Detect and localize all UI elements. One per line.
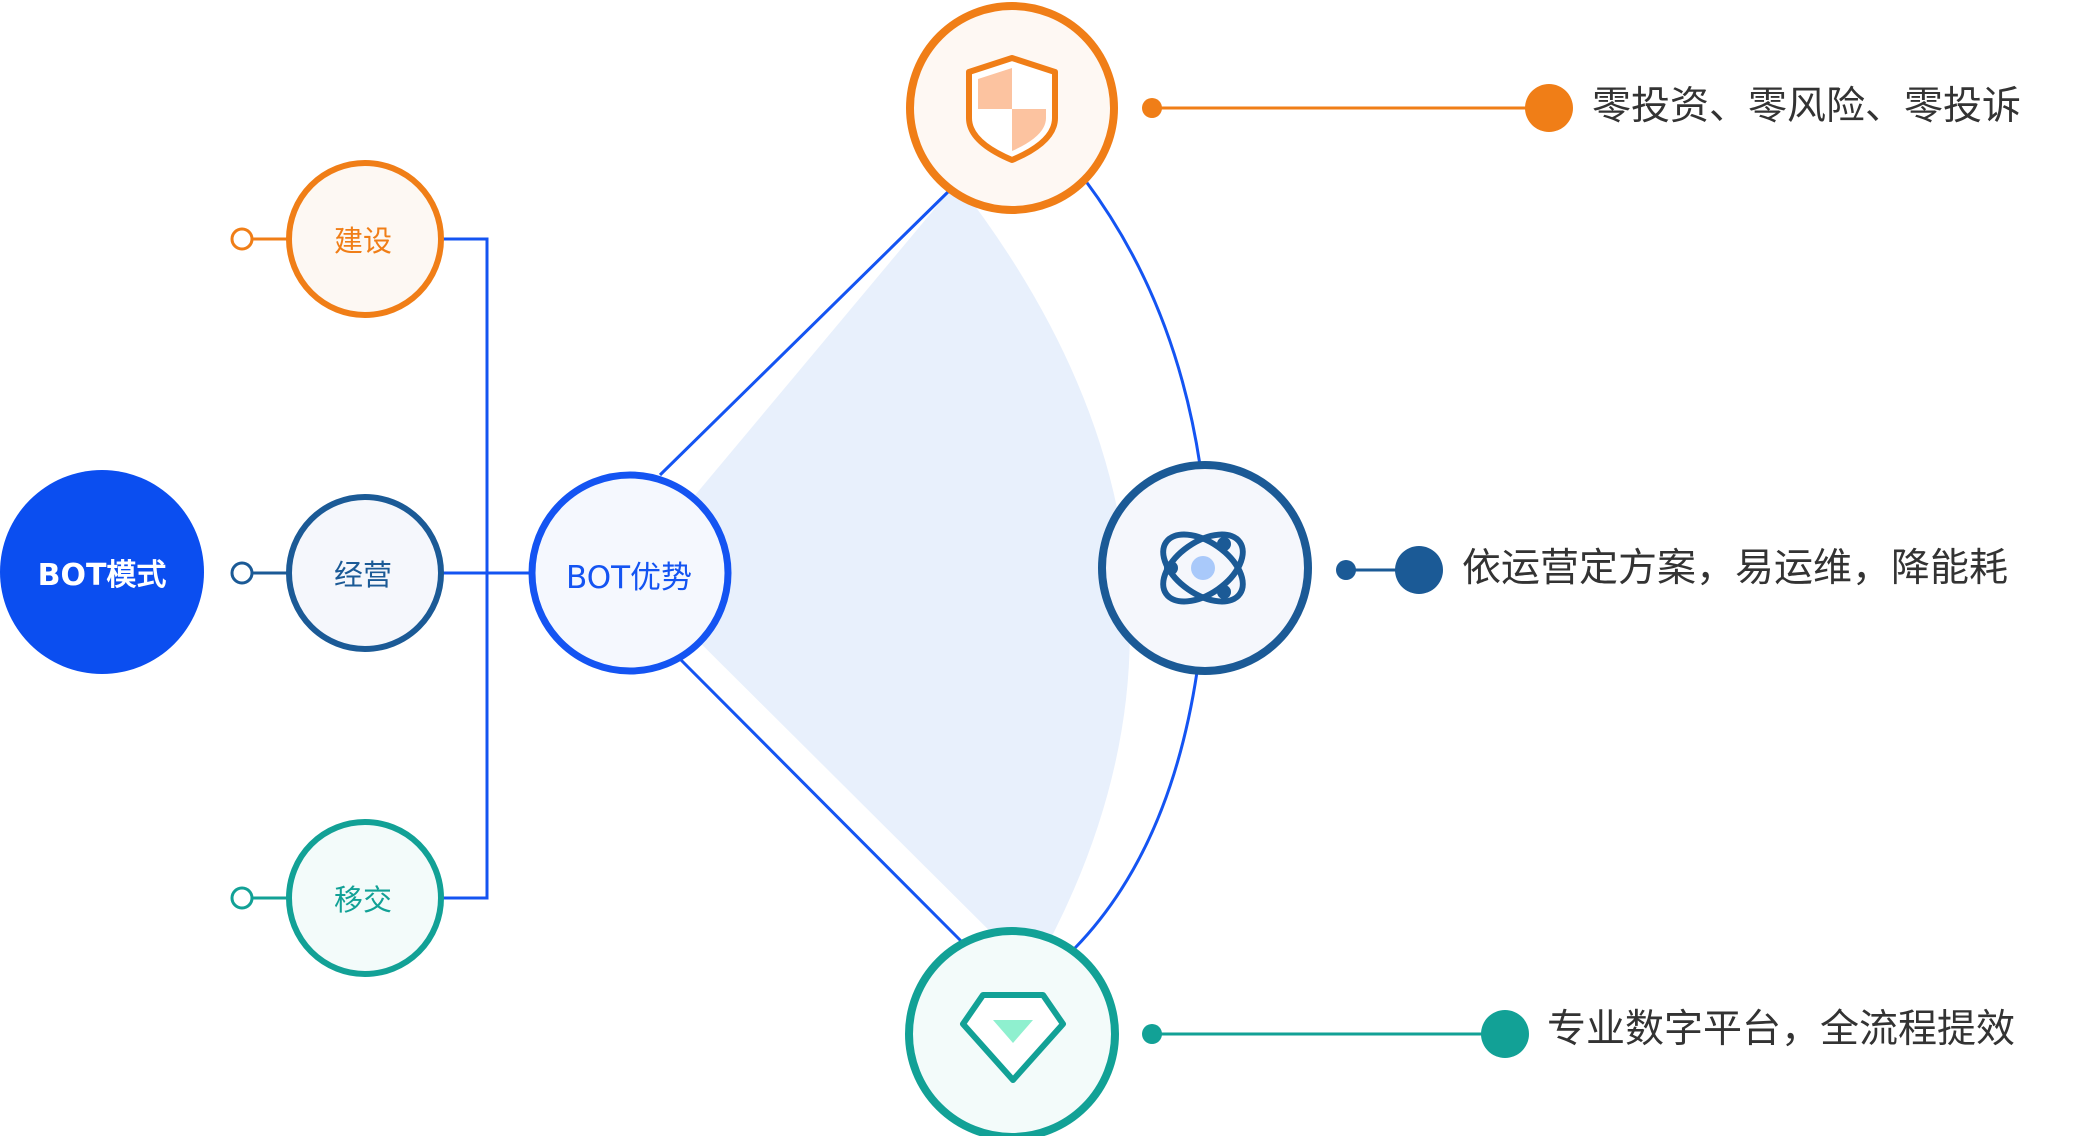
advantage-2-end-dot [1395,546,1443,594]
phase-trans-marker [230,886,254,910]
advantage-3-text: 专业数字平台，全流程提效 [1547,1007,2016,1052]
phase-build-label: 建设 [333,224,392,258]
atom-icon [1160,531,1246,605]
phase-build-marker [230,227,254,251]
phase-build-node [286,160,444,318]
root-label: BOT模式 [37,558,167,593]
phase-op-marker [230,561,254,585]
advantage-2-text: 依运营定方案，易运维，降能耗 [1462,546,2009,591]
advantage-arc-bottom [1073,671,1199,950]
fan-edge-top [658,185,955,477]
phase-bracket [443,237,489,900]
root-node [0,470,204,674]
phase-op-node [286,494,444,652]
center-label: BOT优势 [565,559,693,596]
center-node [528,471,732,675]
advantage-1-text: 零投资、零风险、零投诉 [1592,84,2022,129]
phase-transfer-label: 移交 [333,883,392,917]
shield-icon [966,55,1058,163]
diamond-icon [960,992,1066,1083]
advantage-fan [630,182,1130,973]
advantage-arc-top [1083,179,1202,466]
phase-trans-node [286,819,444,977]
advantage-3-end-dot [1481,1010,1529,1058]
fan-edge-bottom [678,657,967,947]
advantage-1-end-dot [1525,84,1573,132]
phase-operate-label: 经营 [333,558,392,592]
